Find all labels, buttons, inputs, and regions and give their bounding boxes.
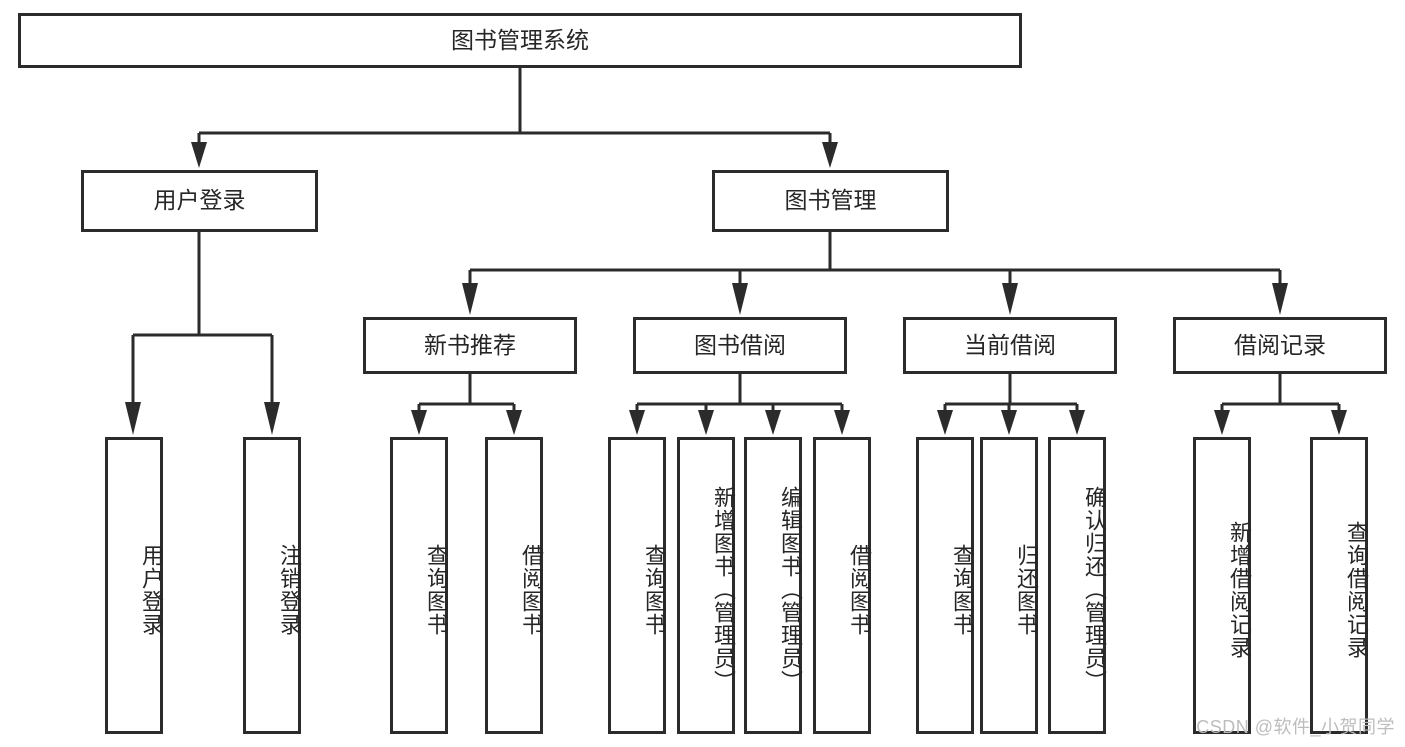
arrow-head-leaf-borrow-book-2 bbox=[834, 410, 850, 435]
node-box-leaf-query-book-3[interactable] bbox=[916, 437, 974, 734]
node-box-book-borrow[interactable] bbox=[633, 317, 847, 374]
node-box-book-management[interactable] bbox=[712, 170, 949, 232]
node-box-leaf-query-book-2[interactable] bbox=[608, 437, 666, 734]
arrow-head-book-borrow bbox=[732, 283, 748, 315]
node-box-leaf-edit-book[interactable] bbox=[744, 437, 802, 734]
arrow-head-leaf-return-book bbox=[1001, 410, 1017, 435]
node-box-leaf-user-login[interactable] bbox=[105, 437, 163, 734]
arrow-head-leaf-confirm-return bbox=[1069, 410, 1085, 435]
arrow-head-leaf-query-book-2 bbox=[629, 410, 645, 435]
node-box-leaf-query-record[interactable] bbox=[1310, 437, 1368, 734]
node-box-user-login[interactable] bbox=[81, 170, 318, 232]
arrow-head-leaf-user-login bbox=[125, 402, 141, 435]
node-box-leaf-add-record[interactable] bbox=[1193, 437, 1251, 734]
node-box-leaf-logout[interactable] bbox=[243, 437, 301, 734]
node-box-leaf-add-book[interactable] bbox=[677, 437, 735, 734]
arrow-head-leaf-add-book bbox=[698, 410, 714, 435]
node-box-borrow-record[interactable] bbox=[1173, 317, 1387, 374]
arrow-head-leaf-add-record bbox=[1214, 410, 1230, 435]
node-box-leaf-borrow-book-2[interactable] bbox=[813, 437, 871, 734]
node-box-new-book-rec[interactable] bbox=[363, 317, 577, 374]
node-box-leaf-confirm-return[interactable] bbox=[1048, 437, 1106, 734]
watermark-text: CSDN @软件_小贺同学 bbox=[1196, 717, 1395, 737]
arrow-head-leaf-query-book-3 bbox=[937, 410, 953, 435]
arrow-head-leaf-edit-book bbox=[765, 410, 781, 435]
arrow-head-leaf-logout bbox=[264, 402, 280, 435]
arrow-head-current-borrow bbox=[1002, 283, 1018, 315]
arrow-head-leaf-query-record bbox=[1331, 410, 1347, 435]
node-box-current-borrow[interactable] bbox=[903, 317, 1117, 374]
node-box-leaf-return-book[interactable] bbox=[980, 437, 1038, 734]
arrow-head-book-management bbox=[822, 142, 838, 168]
arrow-head-leaf-borrow-book-1 bbox=[506, 410, 522, 435]
node-box-root[interactable] bbox=[18, 13, 1022, 68]
arrow-head-new-book-rec bbox=[462, 283, 478, 315]
arrow-head-leaf-query-book-1 bbox=[411, 410, 427, 435]
arrow-head-user-login bbox=[191, 142, 207, 168]
node-box-leaf-query-book-1[interactable] bbox=[390, 437, 448, 734]
arrow-head-borrow-record bbox=[1272, 283, 1288, 315]
node-box-leaf-borrow-book-1[interactable] bbox=[485, 437, 543, 734]
